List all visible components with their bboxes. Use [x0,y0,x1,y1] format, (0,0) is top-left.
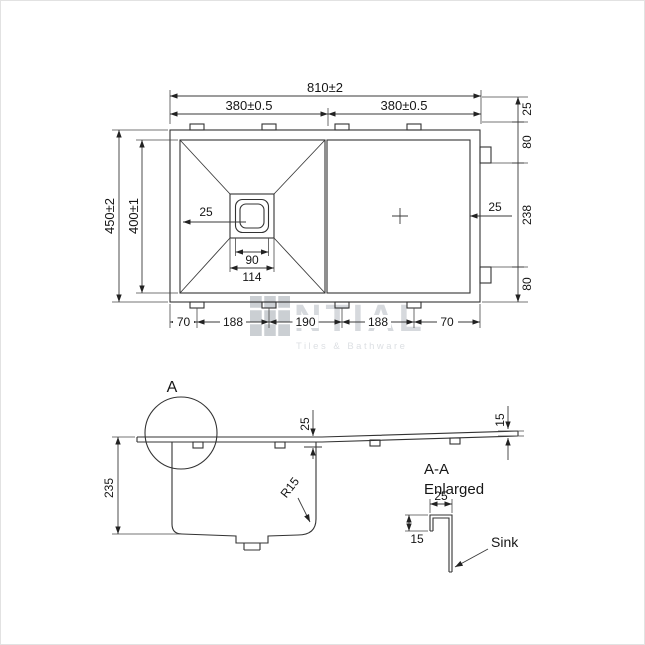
dim-stack-middle: 238 [520,205,534,225]
radius-label: R15 [278,474,303,500]
side-tabs-right [479,146,492,284]
ext-lines-235 [112,436,180,535]
sink-leader [454,548,489,568]
side-view: A 235 25 15 R15 [102,379,524,551]
dim-stack-lower: 80 [520,277,534,291]
sink-callout: Sink [491,534,519,550]
dim-waste-inner: 90 [245,253,259,267]
left-bowl-slope-lines [179,139,326,294]
dim-waste-outer: 114 [242,270,261,284]
dim-bottom-2: 188 [223,315,243,329]
waste-inner-ring [239,203,265,229]
dim-bottom-1: 70 [177,315,191,329]
waste-stub [243,543,261,551]
dim-lip-height: 15 [410,532,424,546]
bowl-profile [171,442,317,544]
ticks-15 [498,430,524,437]
dim-stack-upper: 80 [520,135,534,149]
radius-leader [297,497,311,523]
ticks-right-stack [512,121,524,268]
detail-title: A-A [424,461,449,478]
dim-rim-left: 25 [199,205,213,219]
dim-bowl-width-right: 380±0.5 [381,98,428,113]
right-bowl-center-mark [392,208,408,224]
dim-rim-drop: 25 [298,417,312,431]
detail-view: A-A Enlarged 25 15 Sink [405,461,519,573]
rim-section-profile [429,514,453,573]
right-bowl [326,139,471,294]
waste-outline-square [229,193,275,239]
mounting-clips-top [189,123,422,131]
waste-outer-ring [234,198,270,234]
ext-lines-right-stack [482,96,528,303]
left-bowl [179,139,326,294]
detail-marker-a: A [167,379,178,396]
dim-rim-right: 25 [488,200,502,214]
dim-rim-width: 25 [434,489,448,503]
dim-bottom-5: 70 [440,315,454,329]
ext-lines-detail-15 [405,514,428,532]
dim-labels-bottom: 70 188 190 188 70 [173,315,458,329]
dim-bottom-3: 190 [295,315,315,329]
rim-flange-profile [136,430,519,443]
ext-lines-810 [169,90,482,126]
ext-lines-bottom [169,304,481,328]
detail-circle-a [144,396,218,470]
dim-edge-height: 15 [493,413,507,427]
side-clips [192,437,461,449]
detail-subtitle: Enlarged [424,481,484,498]
dim-bottom-4: 188 [368,315,388,329]
dim-depth: 235 [102,478,116,498]
watermark-logo [250,296,290,336]
dim-overall-width: 810±2 [307,80,343,95]
dim-stack-top: 25 [520,102,534,116]
top-view: 810±2 380±0.5 380±0.5 450±2 400±1 25 80 … [102,80,534,329]
watermark-tagline: Tiles & Bathware [296,341,407,352]
dim-inner-depth: 400±1 [126,198,141,234]
dim-overall-depth: 450±2 [102,198,117,234]
dim-bowl-width-left: 380±0.5 [226,98,273,113]
